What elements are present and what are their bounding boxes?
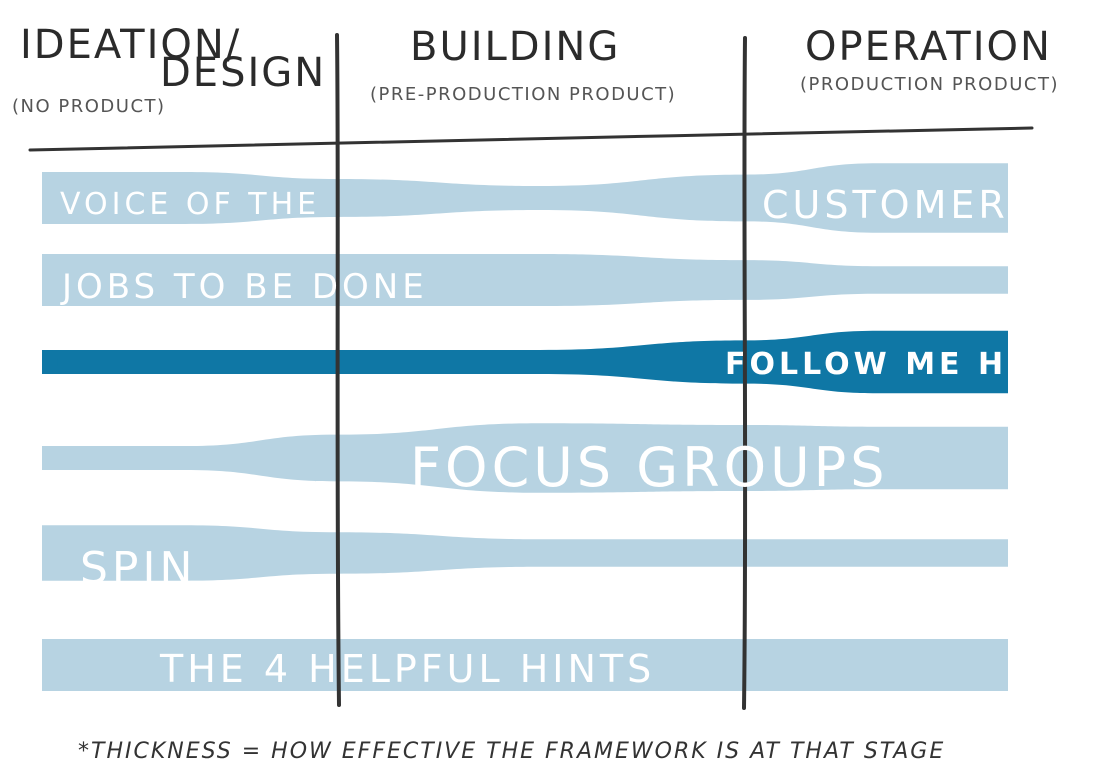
band-label-follow-me-home: FOLLOW ME HOME	[725, 347, 1095, 382]
band-label-the-4-helpful-hints: THE 4 HELPFUL HINTS	[159, 647, 655, 691]
band-follow-me-home	[42, 330, 1008, 394]
column-headers: IDEATION/DESIGN(NO PRODUCT) BUILDING (PRE-…	[12, 22, 1059, 117]
column-title-1-line-1: IDEATION/	[20, 22, 241, 68]
framework-bands	[42, 163, 1008, 691]
divider-left	[335, 33, 341, 707]
column-title-1-line-2: DESIGN	[160, 50, 326, 96]
band-label-voice-of-the-customer-part-2: CUSTOMER	[762, 183, 1009, 227]
divider-right	[742, 36, 748, 710]
column-title-2-line-1: BUILDING	[410, 24, 620, 70]
column-title-3-line-1: OPERATION	[805, 24, 1052, 70]
band-label-spin: SPIN	[80, 543, 196, 594]
band-focus-groups	[42, 423, 1008, 493]
band-spin	[42, 525, 1008, 581]
band-label-voice-of-the-customer-part-1: VOICE OF THE	[60, 187, 320, 222]
framework-labels: VOICE OF THE CUSTOMER JOBS TO BE DONE FOLLO…	[60, 183, 1095, 691]
column-dividers	[28, 33, 1034, 710]
band-label-focus-groups: FOCUS GROUPS	[410, 436, 888, 499]
column-subtitle-1: (NO PRODUCT)	[12, 96, 166, 117]
band-label-jobs-to-be-done: JOBS TO BE DONE	[60, 267, 428, 307]
band-jobs-to-be-done	[42, 254, 1008, 306]
column-subtitle-3: (PRODUCTION PRODUCT)	[800, 74, 1059, 95]
footnote: *THICKNESS = HOW EFFECTIVE THE FRAMEWORK…	[78, 739, 945, 764]
band-cap-follow-me-home	[42, 350, 58, 374]
header-rule	[28, 126, 1034, 152]
band-the-4-helpful-hints	[42, 639, 1008, 691]
column-subtitle-2: (PRE-PRODUCTION PRODUCT)	[370, 84, 676, 105]
band-voice-of-the-customer	[42, 163, 1008, 233]
